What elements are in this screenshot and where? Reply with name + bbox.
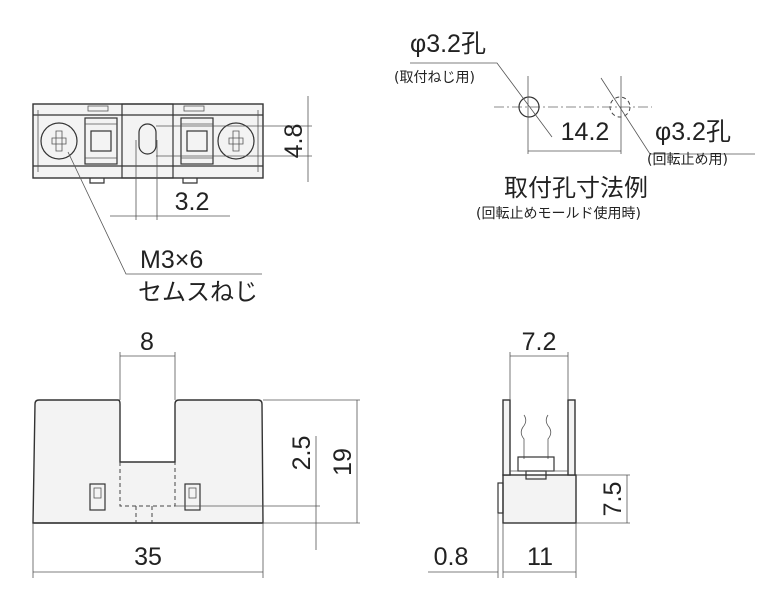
top-view: 4.8 3.2 M3×6 セムスねじ [32,96,312,306]
dim-offset: 2.5 [288,436,316,471]
dim-top-height: 4.8 [280,124,308,159]
terminal-right [180,117,214,165]
mounting-hole-example: φ3.2孔 (取付ねじ用) 14.2 φ3.2孔 (回転止め用) 取付孔寸法例 … [394,30,755,222]
mounting-subtitle: (回転止めモールド使用時) [476,205,641,222]
front-view-body [32,399,264,524]
dim-inner: 7.2 [522,328,557,356]
hole2-label: φ3.2孔 [655,118,731,146]
dim-width: 11 [527,543,553,571]
dim-slot-width: 8 [140,328,154,356]
terminal-left [84,117,118,165]
hole1-label: φ3.2孔 [410,30,486,58]
hole2-note: (回転止め用) [647,152,728,168]
front-view: 8 19 2.5 35 [32,328,360,578]
mount-screw-hole [518,96,540,118]
dim-slot: 3.2 [175,188,210,216]
side-view: 7.2 7.5 0.8 11 [428,328,630,578]
anti-rotation-hole [609,96,631,118]
screw-left-icon [40,122,78,160]
fuse-clip [510,414,568,480]
dim-length: 35 [134,543,162,571]
screw-right-icon [217,122,255,160]
screw-label: M3×6 [140,246,203,274]
hole1-note: (取付ねじ用) [394,70,475,86]
dim-height: 19 [329,448,357,476]
slot-hole [138,123,157,155]
side-view-base [502,474,577,524]
dim-tab: 0.8 [434,543,469,571]
hole-pitch: 14.2 [561,118,610,146]
screw-type: セムスねじ [138,278,258,306]
mounting-title: 取付孔寸法例 [504,174,648,202]
dim-base: 7.5 [599,482,627,517]
